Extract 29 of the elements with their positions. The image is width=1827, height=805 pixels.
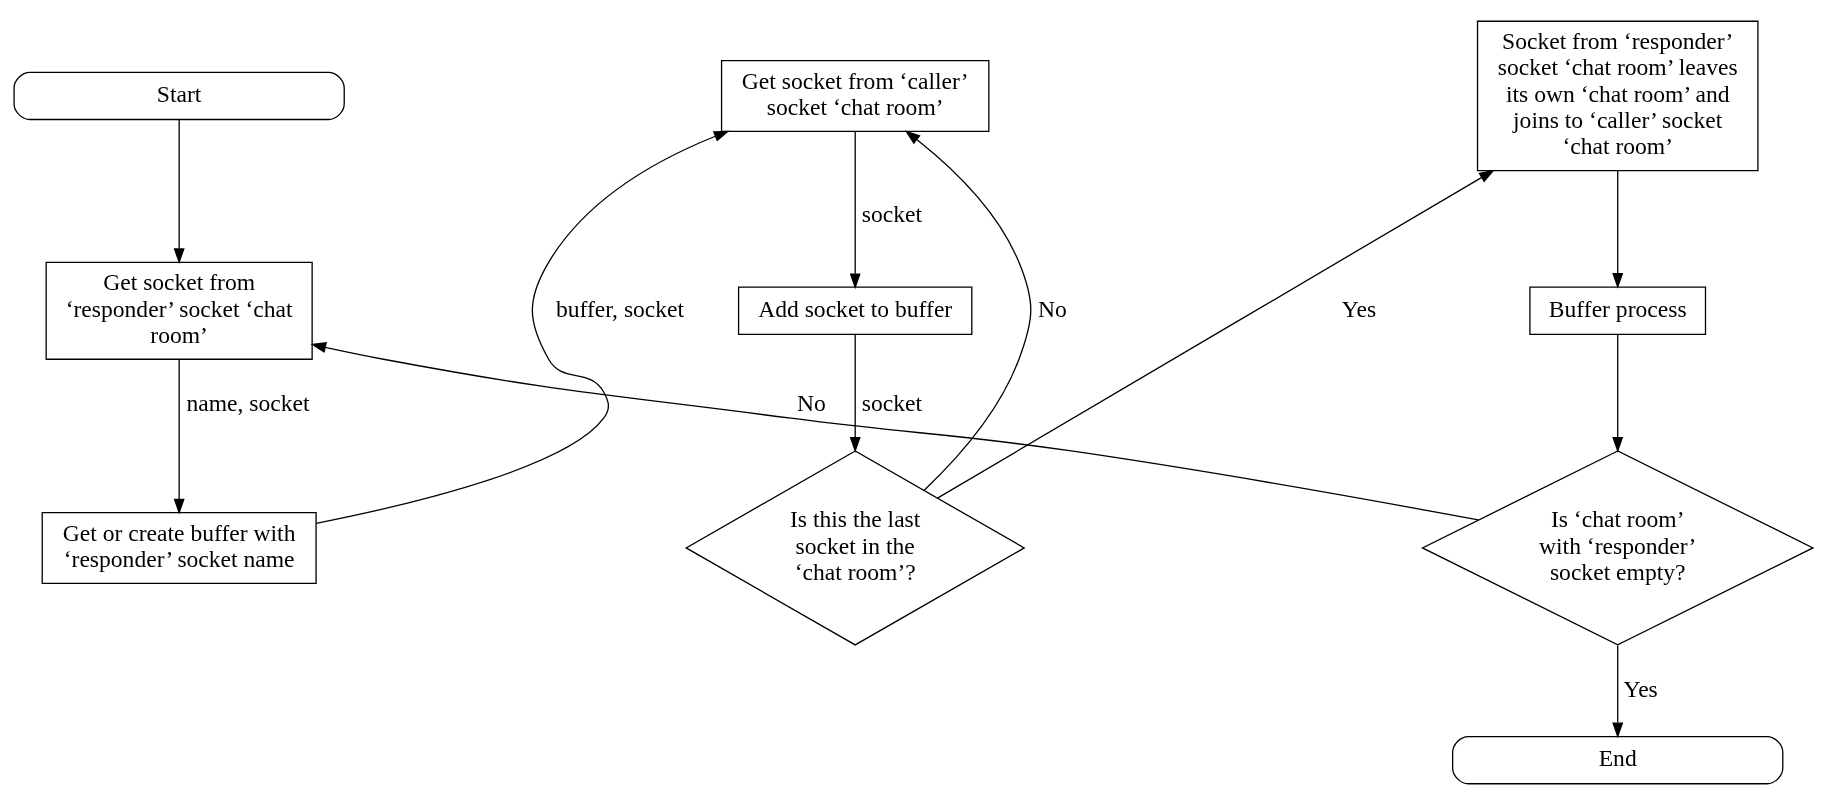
arrow bbox=[173, 358, 185, 515]
arrow bbox=[315, 130, 730, 524]
node-box: Start bbox=[13, 71, 345, 121]
arrow bbox=[173, 118, 185, 265]
edge-label: name, socket bbox=[186, 389, 310, 416]
node-diamond: Is this the last socket in the ‘chat room’? bbox=[684, 450, 1026, 646]
edge-label: No bbox=[796, 389, 826, 416]
node-box: Get socket from ‘caller’ socket ‘chat room’ bbox=[720, 59, 990, 132]
node-box: Get socket from ‘responder’ socket ‘chat room’ bbox=[45, 261, 313, 360]
edge-label: No bbox=[1037, 295, 1067, 322]
arrow bbox=[1612, 644, 1624, 739]
node-diamond: Is ‘chat room’ with ‘responder’ socket empty? bbox=[1421, 450, 1815, 646]
edge-label: socket bbox=[861, 201, 923, 228]
edge-label: buffer, socket bbox=[555, 295, 685, 322]
arrow bbox=[936, 169, 1495, 499]
node-box: Add socket to buffer bbox=[737, 286, 973, 336]
arrow bbox=[904, 130, 1032, 491]
arrow bbox=[849, 130, 861, 290]
node-box: End bbox=[1451, 735, 1784, 785]
edge-label: Yes bbox=[1341, 295, 1377, 322]
arrow bbox=[1612, 170, 1624, 289]
edge-label: socket bbox=[861, 389, 923, 416]
node-box: Socket from ‘responder’ socket ‘chat room’ leaves its own ‘chat room’ and joins to ‘caller’ socket ‘chat room’ bbox=[1476, 20, 1759, 172]
edge-label: Yes bbox=[1623, 675, 1658, 702]
node-box: Buffer process bbox=[1529, 286, 1707, 336]
arrow bbox=[849, 333, 861, 453]
arrow bbox=[1612, 333, 1624, 453]
arrow bbox=[310, 342, 1479, 521]
node-box: Get or create buffer with ‘responder’ socket name bbox=[41, 511, 317, 584]
